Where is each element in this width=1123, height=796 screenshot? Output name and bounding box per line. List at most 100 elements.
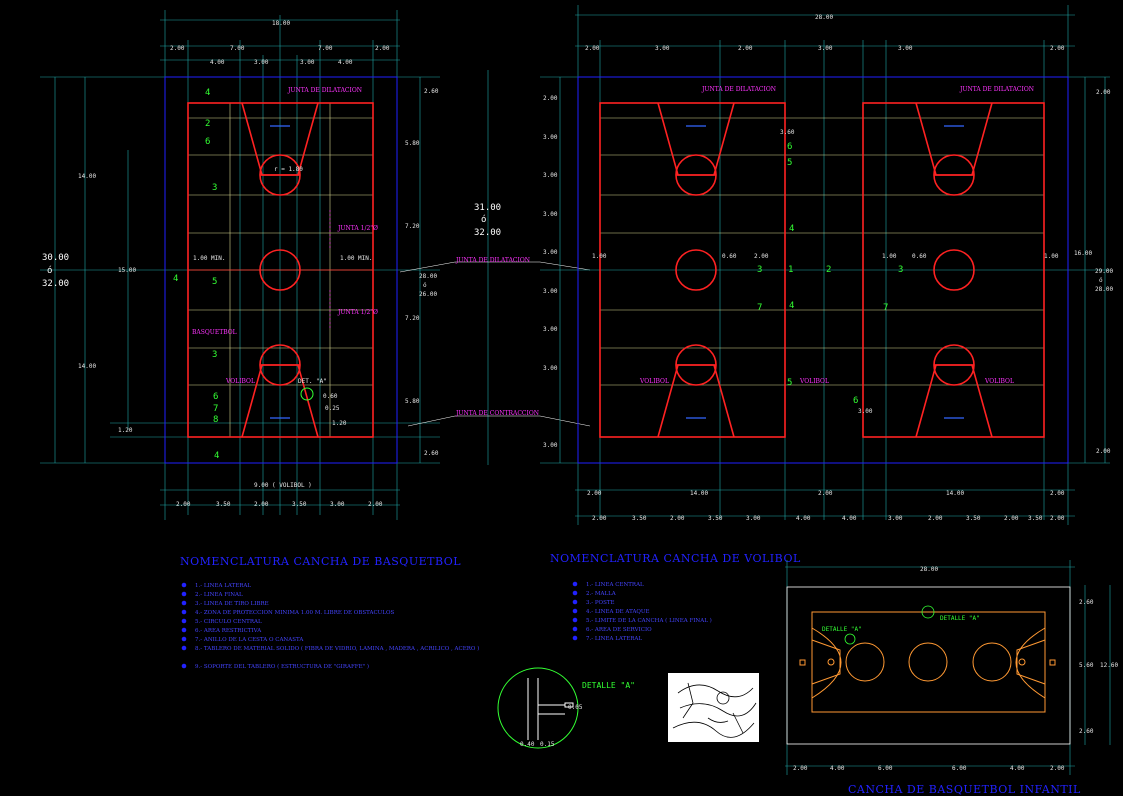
center-total: ó [481,214,486,225]
radius-label: r = 1.80 [274,166,303,173]
ref-number: 6 [787,142,792,152]
left-total-width: 18.00 [272,20,290,27]
dim-label: 28.00 [815,14,833,21]
dim-label: ó [47,265,52,276]
detail-a-label: DETALLE "A" [582,681,635,690]
ref-number: 5 [787,158,792,168]
ref-number: 6 [213,392,218,402]
dim-label: 2.60 [1079,728,1094,735]
left-red-court [187,102,374,438]
dim-label: 2.00 [754,253,769,260]
dim-label: 3.00 [543,365,558,372]
dim-label: 0.60 [722,253,737,260]
dim-label: 1.00 [592,253,607,260]
left-court-drawing: 18.00 2.00 7.00 7.00 2.00 4.00 3.00 3.00… [40,10,440,520]
dim-label: 14.00 [946,490,964,497]
legend-item: 3.- POSTE [586,600,615,606]
dim-label: 2.00 [592,515,607,522]
dim-label: 1.00 [1044,253,1059,260]
junta-dilatacion-label: JUNTA DE DILATACION [959,86,1034,93]
infantil-dim-lines [785,560,1111,775]
dim-label: 14.00 [78,173,96,180]
det-a-label: DET. "A" [298,378,327,385]
dim-label: 2.00 [375,45,390,52]
dim-label: 5.80 [405,398,420,405]
dim-label: 3.00 [254,59,269,66]
center-annotations: 31.00 ó 32.00 JUNTA DE DILATACION JUNTA … [399,70,591,465]
dim-label: 1.20 [332,420,347,427]
left-right-dims: 2.60 5.80 7.20 7.20 5.80 2.60 28.00 ó 26… [405,88,439,457]
dim-label: 3.00 [858,408,873,415]
dim-label: 4.00 [210,59,225,66]
dim-label: 1.20 [118,427,133,434]
ref-number: 7 [757,303,762,313]
dim-label: 6.00 [952,765,967,772]
dim-label: 28.00 [419,273,437,280]
legend-item: 2.- LINEA FINAL [195,592,243,598]
dim-label: 3.00 [330,501,345,508]
ref-number: 2 [205,119,210,129]
legend-basquetbol: NOMENCLATURA CANCHA DE BASQUETBOL 1.- LI… [180,555,479,670]
dim-label: 4.00 [796,515,811,522]
detail-photo-image [668,673,759,742]
legend-bullets [572,581,578,641]
dim-label: 3.00 [543,442,558,449]
dim-label: 14.00 [690,490,708,497]
dim-label: 7.00 [318,45,333,52]
dim-label: 3.00 [888,515,903,522]
dim-label: 3.50 [632,515,647,522]
junta-label: JUNTA 1/2"Ø [337,309,378,316]
dim-label: 3.00 [655,45,670,52]
dim-label: ó [1099,277,1103,284]
dim-label: 0.25 [325,405,340,412]
dim-label: 3.60 [780,129,795,136]
right-court-a [599,102,786,438]
legend-volibol: NOMENCLATURA CANCHA DE VOLIBOL 1.- LINEA… [550,552,800,642]
dim-label: 2.00 [587,490,602,497]
dim-label: 2.00 [1050,515,1065,522]
dim-label: 32.00 [42,279,69,289]
infantil-outer [786,586,1071,745]
volibol-label: VOLIBOL [639,378,669,385]
dim-label: 3.50 [1028,515,1043,522]
right-court-b [862,102,1045,438]
right-dims-text: 28.00 2.00 3.00 2.00 3.00 3.00 2.00 2.00… [543,14,1113,497]
dim-label: 2.00 [793,765,808,772]
dim-label: 4.00 [1010,765,1025,772]
legend-item: 7.- ANILLO DE LA CESTA O CANASTA [195,637,304,643]
center-junta-contraccion: JUNTA DE CONTRACCION [455,410,539,417]
ref-number: 4 [173,274,178,284]
left-dimension-lines [40,10,440,520]
left-baskets [270,125,290,419]
min-label: 1.00 MIN. [193,255,226,262]
ref-number: 3 [212,350,217,360]
detail-a: DETALLE "A" 0.05 0.40 0.15 [497,667,635,749]
legend-item: 6.- AREA DE SERVICIO [586,627,652,633]
dim-label: 0.60 [912,253,927,260]
ref-number: 4 [789,224,794,234]
left-detail-marker [300,387,314,401]
right-small-dims: 1.00 0.60 2.00 0.60 1.00 1.00 3.00 3.60 [592,129,1059,415]
dim-label: 3.50 [966,515,981,522]
dim-label: 26.00 [419,291,437,298]
legend-item: 3.- LINEA DE TIRO LIBRE [195,601,269,607]
dim-label: 3.00 [543,326,558,333]
dim-label: 2.00 [176,501,191,508]
left-total-height: 30.00 ó 32.00 [42,253,69,289]
volibol-label: VOLIBOL [225,378,255,385]
legend-item: 6.- AREA RESTRICTIVA [195,628,262,634]
legend-item: 1.- LINEA LATERAL [195,583,251,589]
center-total: 31.00 [474,203,501,213]
dim-label: 3.00 [300,59,315,66]
dim-label: 2.00 [1050,765,1065,772]
ref-number: 8 [213,415,218,425]
dim-label: 2.60 [424,88,439,95]
dim-label: 1.00 [882,253,897,260]
dim-label: 5.80 [405,140,420,147]
ref-number: 7 [883,303,888,313]
legend-item: 5.- LIMITE DE LA CANCHA ( LINEA FINAL ) [586,617,712,624]
dim-label: 2.00 [1096,448,1111,455]
dim-label: 3.50 [292,501,307,508]
ref-number: 5 [787,378,792,388]
dim-label: 3.00 [818,45,833,52]
